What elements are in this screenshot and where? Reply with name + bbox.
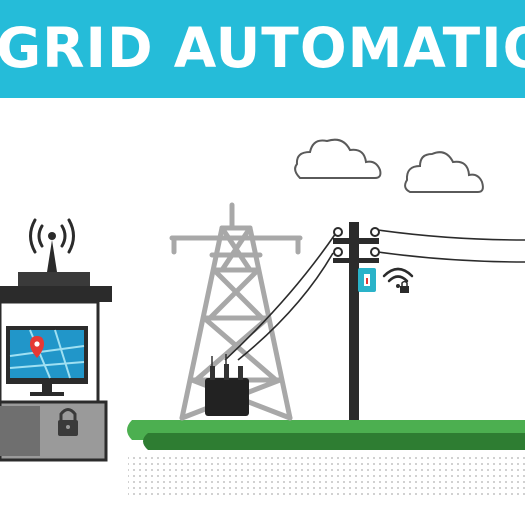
grass-strip-dark (143, 433, 525, 450)
cloud-left (294, 138, 382, 179)
control-kiosk (0, 218, 112, 462)
power-lines (224, 229, 525, 361)
broadcast-antenna-icon (29, 218, 75, 272)
banner-title: GRID AUTOMATION (0, 16, 525, 80)
transformer (205, 354, 249, 416)
cloud-right (404, 151, 484, 193)
wifi-lock-icon (382, 267, 414, 293)
utility-pole (333, 222, 380, 420)
grid-illustration (0, 138, 525, 497)
title-banner: GRID AUTOMATION (0, 0, 525, 98)
map-pin-icon (30, 336, 44, 358)
dotted-ground (128, 455, 525, 497)
smart-meter (358, 268, 376, 292)
padlock-icon (58, 408, 78, 436)
